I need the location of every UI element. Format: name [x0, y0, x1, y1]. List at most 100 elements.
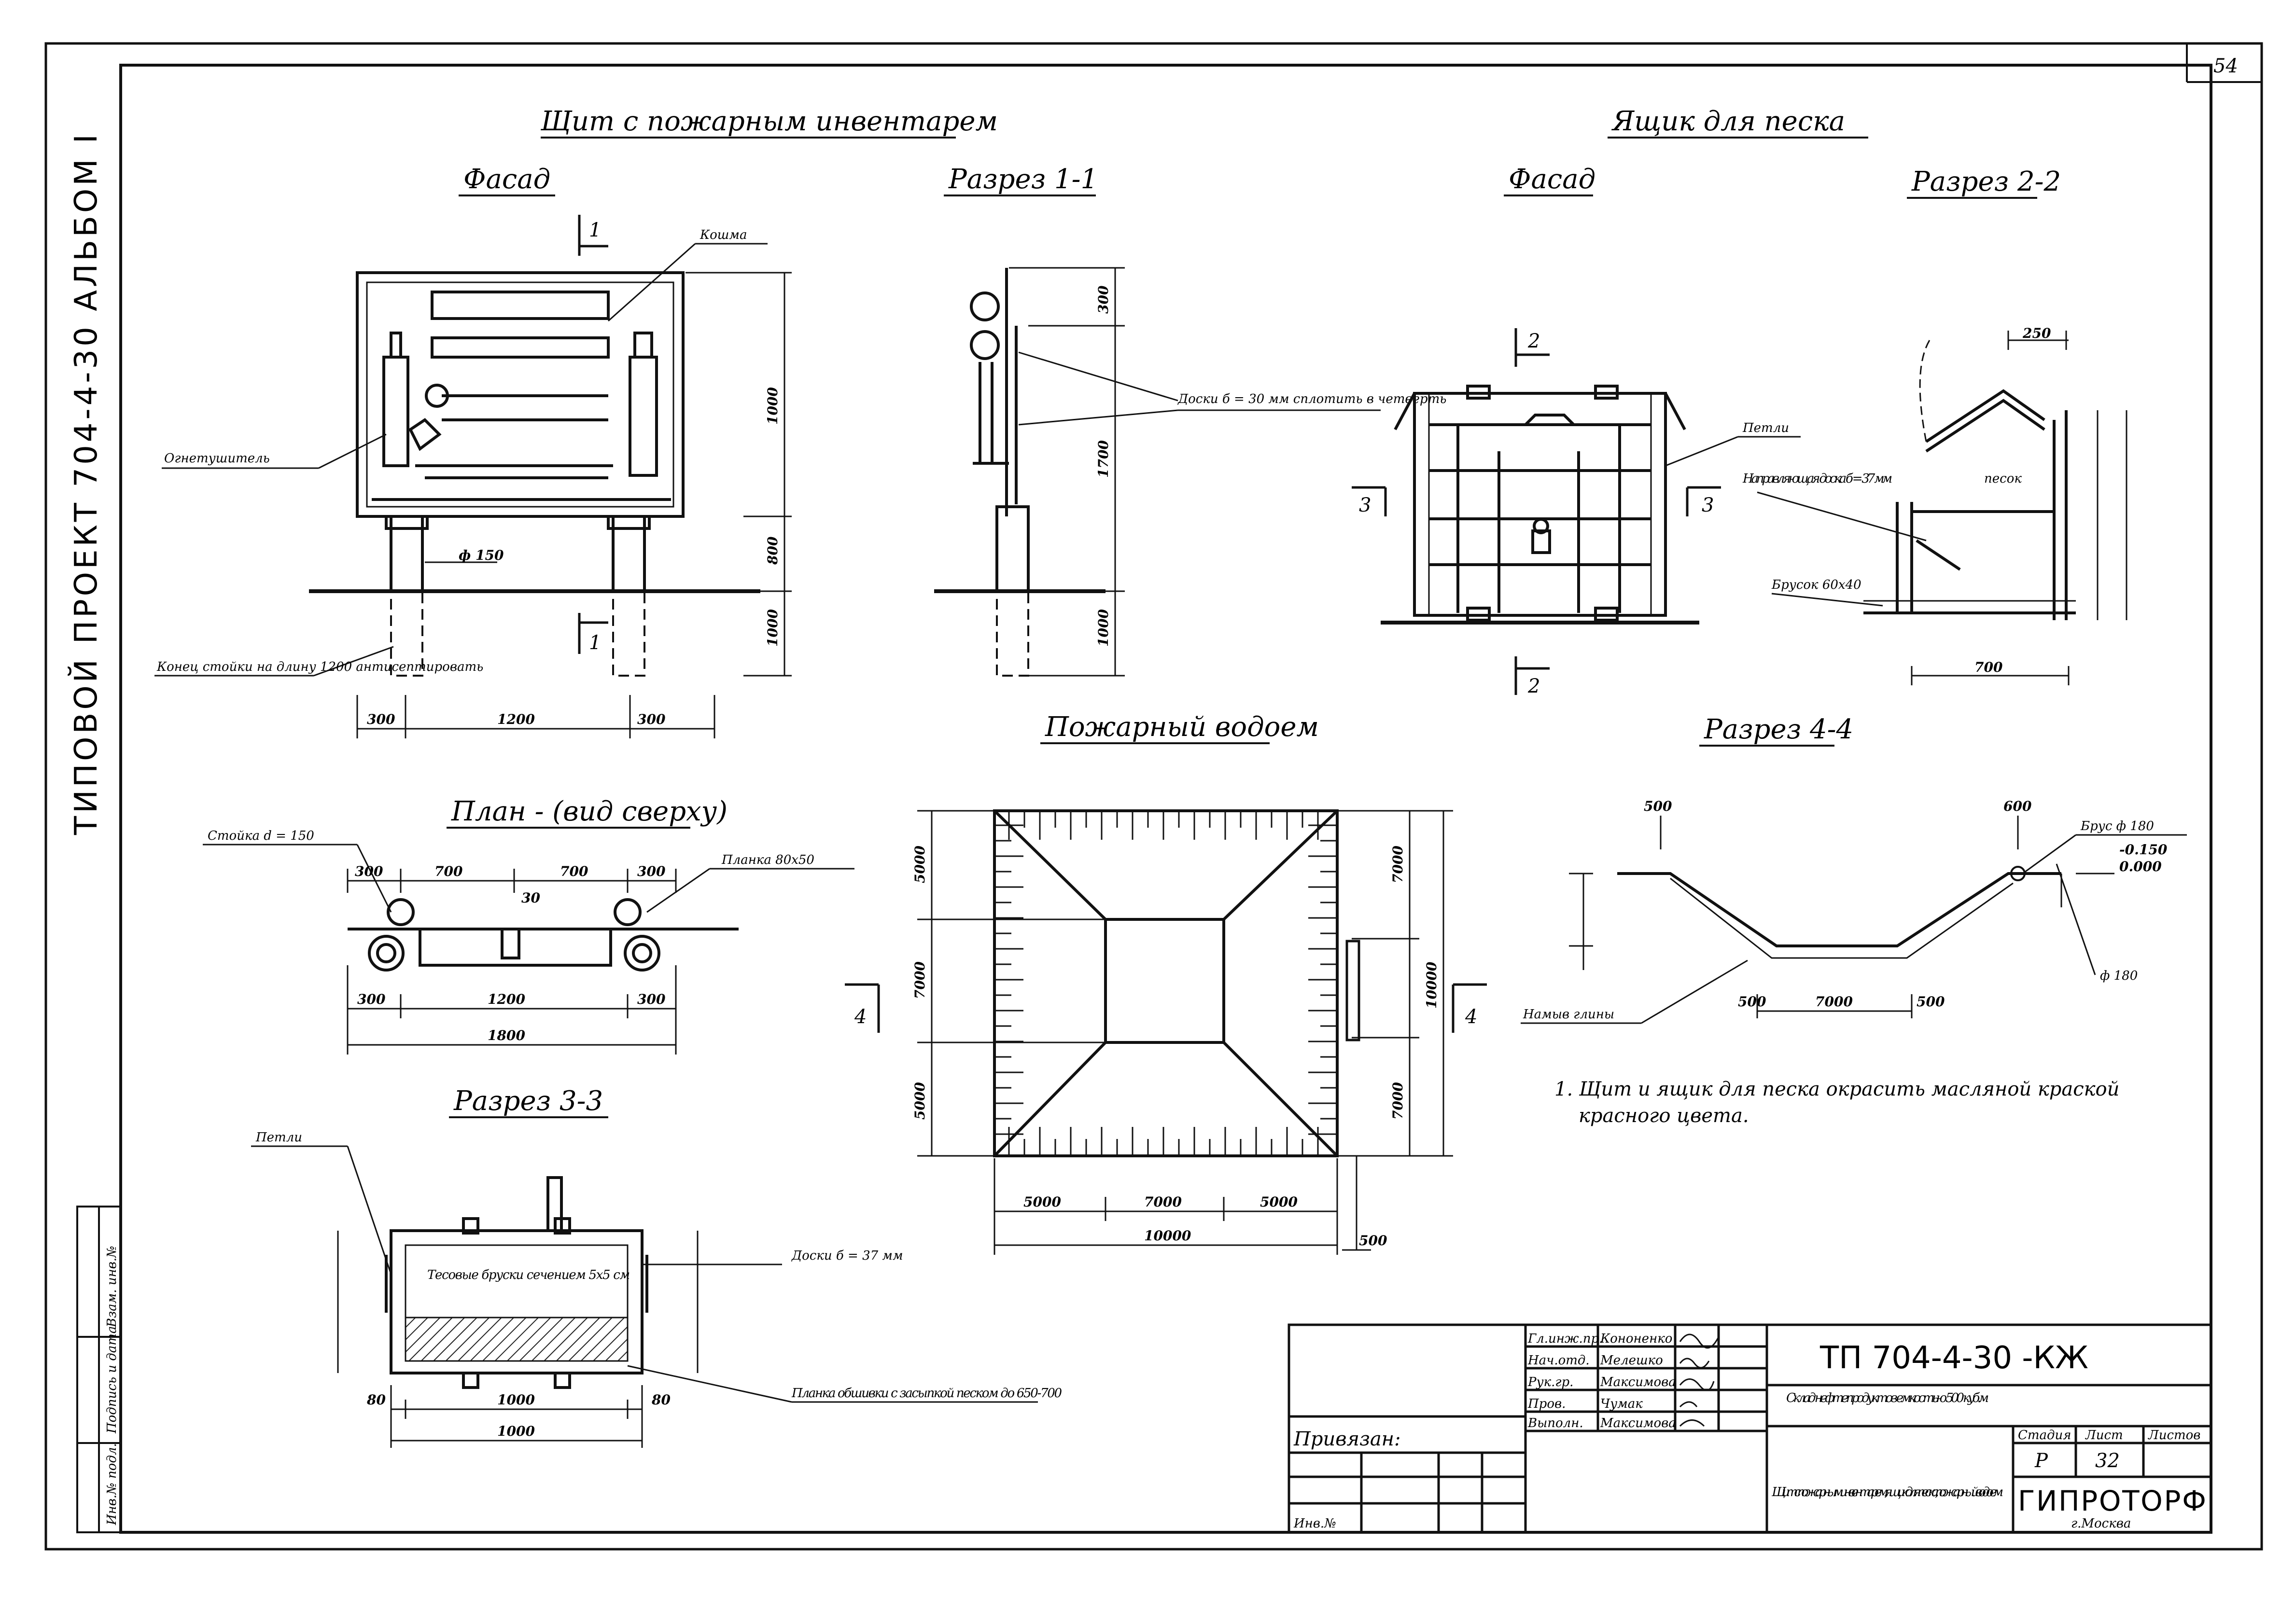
- note-line-2: красного цвета.: [1579, 1105, 1749, 1127]
- shield-section-mark-top: 1: [589, 219, 601, 241]
- label-pipe-4-4: ф 180: [2100, 969, 2138, 983]
- stamp-stage-header: Стадия: [2018, 1428, 2071, 1443]
- side-title: ТИПОВОЙ ПРОЕКТ 704-4-30 АЛЬБОМ I: [68, 131, 104, 835]
- stamp-name-5: Максимова: [1600, 1416, 1676, 1430]
- reservoir-mark-left: 4: [854, 1006, 867, 1028]
- label-post-end: Конец стойки на длину 1200 антисептирова…: [156, 660, 483, 674]
- dim-res-right-1: 7000: [1390, 846, 1406, 883]
- section-3-3-title: Разрез 3-3: [453, 1085, 603, 1117]
- level-1: -0.150: [2119, 842, 2168, 858]
- dim-plan-top-3: 700: [560, 863, 588, 879]
- stamp-inv: Инв.№: [1293, 1516, 1336, 1531]
- stamp-signatures: [1679, 1333, 1720, 1427]
- left-column-table: [76, 1206, 122, 1533]
- dim-facade-right-1: 1000: [765, 387, 781, 425]
- left-col-inv: Инв.№ подл.: [105, 1443, 119, 1526]
- dim-res-right-2: 10000: [1424, 961, 1440, 1009]
- sheet-frame: [44, 42, 2263, 1551]
- sandbox-title: Ящик для песка: [1611, 106, 1845, 137]
- dim-plan-bottom-3: 300: [637, 991, 666, 1007]
- label-board-1-1: Доски б = 30 мм сплотить в четверть: [1177, 392, 1446, 406]
- label-extinguisher: Огнетушитель: [164, 451, 270, 466]
- dim-facade-right-3: 1000: [765, 609, 781, 647]
- stamp-code: ТП 704-4-30 -КЖ: [1819, 1340, 2088, 1376]
- dim-res-bottom-3: 5000: [1260, 1194, 1298, 1210]
- reservoir-title: Пожарный водоем: [1045, 711, 1319, 743]
- dim-1-1-right-1: 300: [1095, 285, 1111, 314]
- stamp-name-3: Максимова: [1600, 1375, 1676, 1389]
- section-4-4-title: Разрез 4-4: [1704, 714, 1853, 745]
- stamp-sheet-title: Щит с пожарным инвентарем, ящик для песк…: [1771, 1485, 2003, 1499]
- label-sand: песок: [1984, 472, 2022, 486]
- reservoir-mark-right: 4: [1465, 1006, 1477, 1028]
- label-loop-facade: Петли: [1742, 421, 1789, 435]
- section-3-3: [385, 1176, 648, 1389]
- stamp: [1287, 1323, 2212, 1534]
- stamp-sheet: 32: [2095, 1450, 2120, 1472]
- section-2-2-lid-swing: [1919, 337, 1932, 442]
- shield-facade-title: Фасад: [463, 164, 550, 195]
- dim-res-right-3: 7000: [1390, 1082, 1406, 1120]
- reservoir-plan: [993, 809, 1339, 1157]
- dim-4-4-top-1: 500: [1644, 798, 1672, 814]
- dim-3-3-bottom-1: 80: [366, 1392, 386, 1408]
- dim-plan-top-1: 300: [355, 863, 383, 879]
- dim-4-4-bottom-1: 500: [1738, 994, 1766, 1010]
- label-post: Стойка d = 150: [208, 829, 314, 843]
- section-1-1-dims: [1009, 267, 1381, 677]
- section-1-1-title: Разрез 1-1: [948, 164, 1098, 195]
- section-2-2-dims: [1757, 331, 2127, 685]
- stamp-name-2: Мелешко: [1600, 1353, 1663, 1368]
- label-loop-3-3: Петли: [255, 1130, 302, 1145]
- label-board-3-3: Доски б = 37 мм: [791, 1249, 903, 1263]
- reservoir-dims: [917, 810, 1453, 1255]
- reservoir-ramp: [1345, 940, 1360, 1041]
- stamp-role-2: Нач.отд.: [1527, 1353, 1590, 1368]
- section-2-2: [1863, 389, 2076, 620]
- shield-post-ends: [390, 590, 645, 677]
- shield-facade-section-marks: [578, 215, 608, 654]
- label-beam-4-4: Брус ф 180: [2080, 819, 2154, 833]
- section-3-3-sand-fill: [405, 1317, 629, 1362]
- dim-plan-mid: 30: [521, 890, 540, 906]
- stamp-sheets-header: Листов: [2147, 1428, 2200, 1443]
- dim-plan-top-2: 700: [434, 863, 463, 879]
- shield-facade: [356, 271, 685, 593]
- dim-2-2-top: 250: [2022, 325, 2051, 341]
- dim-res-total: 10000: [1144, 1228, 1191, 1244]
- dim-facade-bottom-1: 300: [367, 711, 395, 727]
- section-1-1-post-end: [996, 590, 1029, 677]
- stamp-stage: Р: [2034, 1450, 2048, 1472]
- stamp-bound: Привязан:: [1293, 1428, 1401, 1450]
- dim-4-4-top-2: 600: [2003, 798, 2032, 814]
- reservoir-section-marks: [845, 983, 1487, 1033]
- label-diameter: ф 150: [459, 547, 504, 563]
- dim-4-4-bottom-2: 7000: [1815, 994, 1853, 1010]
- label-fill-3-3: Планка обшивки с засыпкой песком до 650-…: [791, 1386, 1062, 1401]
- shield-facade-dims: [356, 272, 792, 738]
- dim-2-2-bottom: 700: [1974, 659, 2003, 675]
- dim-4-4-bottom-3: 500: [1917, 994, 1945, 1010]
- section-1-1: [970, 268, 1030, 593]
- label-boards-3-3: Тесовые бруски сечением 5x5 см: [427, 1268, 630, 1282]
- stamp-role-1: Гл.инж.пр.: [1527, 1332, 1603, 1346]
- stamp-name-1: Кононенко: [1600, 1332, 1672, 1346]
- section-3-3-dims: [251, 1145, 1038, 1448]
- label-bar: Брусок 60x40: [1771, 578, 1861, 592]
- sandbox-mark-2-bottom: 2: [1527, 675, 1540, 697]
- dim-facade-bottom-2: 1200: [497, 711, 535, 727]
- note-line-1: 1. Щит и ящик для песка окрасить масляно…: [1554, 1078, 2119, 1100]
- stamp-city: г.Москва: [2071, 1516, 2131, 1531]
- level-2: 0.000: [2119, 859, 2162, 874]
- dim-res-bottom-1: 5000: [1023, 1194, 1061, 1210]
- dim-res-left-3: 5000: [912, 1082, 928, 1120]
- left-col-replace: Взам. инв.№: [105, 1246, 119, 1328]
- left-col-sign: Подпись и дата: [105, 1326, 119, 1434]
- plan-view: [348, 898, 739, 972]
- dim-facade-bottom-3: 300: [637, 711, 666, 727]
- sheet-number: 54: [2213, 55, 2238, 77]
- section-4-4-beam: [2010, 866, 2026, 881]
- stamp-name-4: Чумак: [1600, 1397, 1643, 1411]
- dim-plan-bottom-1: 300: [357, 991, 386, 1007]
